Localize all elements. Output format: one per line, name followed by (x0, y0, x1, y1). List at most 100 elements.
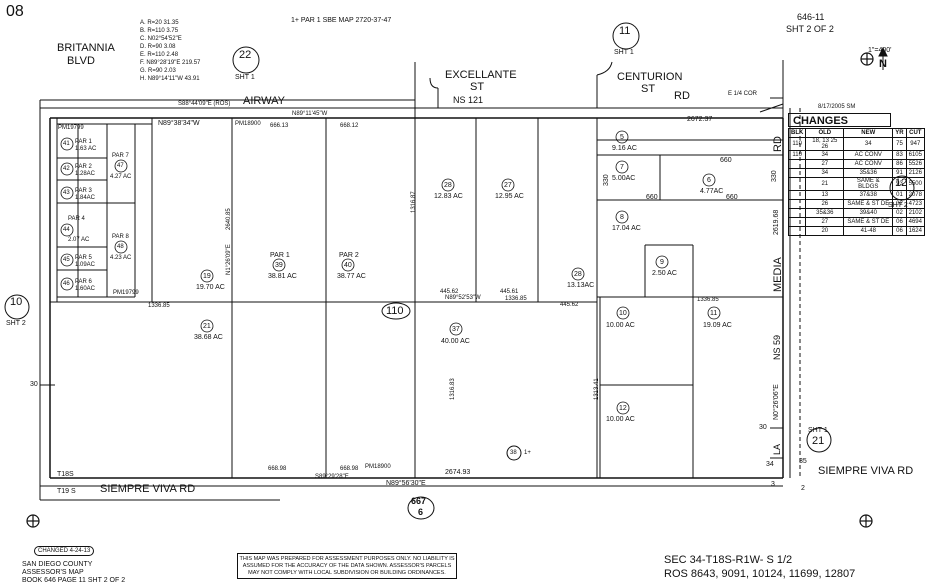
table-cell: 83 (892, 150, 907, 160)
changes-header-cell: CUT (905, 128, 925, 138)
table-cell: 20 (805, 226, 845, 236)
table-cell: 41-48 (843, 226, 894, 236)
table-cell (787, 226, 807, 236)
table-cell: 110 (787, 150, 807, 160)
parcel-number[interactable]: 12 (619, 405, 627, 412)
parcel-number[interactable]: 7 (620, 164, 624, 171)
parcel-number[interactable]: 28 (574, 271, 582, 278)
curve-item: F. N89°28'19"E 219.57 (140, 60, 201, 66)
parcel-number[interactable]: 10 (619, 310, 627, 317)
section-corner-label: 35 (799, 458, 807, 465)
street-media-suffix: RD (772, 136, 784, 152)
bearing-label: N0°26'06"E (773, 384, 780, 420)
parcel-area: 38.81 AC (268, 273, 297, 280)
street-britannia-suffix: BLVD (67, 55, 95, 67)
table-cell: 06 (892, 217, 907, 227)
township-t19s: T19 S (57, 488, 76, 495)
parcel-number[interactable]: 6 (707, 177, 711, 184)
table-cell: 4723 (905, 199, 925, 209)
distance-label: 2674.93 (445, 469, 471, 476)
parcel-area: 4.77AC (700, 188, 724, 195)
parcel-area: 1.60AC (75, 286, 96, 292)
bearing-label: S89°29'28"E (315, 474, 349, 480)
distance-label: 666.13 (270, 123, 289, 129)
sheet-ref-label: SHT 1 (614, 49, 634, 56)
footer-county: SAN DIEGO COUNTY (22, 561, 93, 568)
parcel-number[interactable]: 37 (452, 326, 460, 333)
street-excellante: EXCELLANTE (445, 69, 517, 81)
table-cell: 13 (805, 190, 845, 200)
table-cell (787, 168, 807, 178)
parcel-number[interactable]: 38 (510, 450, 517, 456)
table-cell: SAME & ST DE (843, 199, 894, 209)
changes-header-cell: NEW (843, 128, 894, 138)
table-cell: 34 (805, 168, 845, 178)
parcel-number[interactable]: 21 (203, 323, 211, 330)
ros-reference: ROS 8643, 9091, 10124, 11699, 12807 (664, 568, 856, 580)
table-cell: 947 (905, 137, 925, 151)
section-corner-label: 3 (771, 481, 775, 488)
street-ns121: NS 121 (453, 95, 484, 105)
parcel-area: 10.00 AC (606, 416, 635, 423)
parcel-number[interactable]: 44 (63, 227, 70, 233)
parcel-area: 40.00 AC (441, 338, 470, 345)
parcel-label: PAR 5 (75, 255, 92, 261)
parcel-number[interactable]: 39 (275, 262, 283, 269)
table-cell: 34 (805, 150, 845, 160)
page-number: 08 (6, 3, 24, 20)
parcel-area: 10.00 AC (606, 322, 635, 329)
distance-label: 2619.68 (773, 209, 780, 235)
table-cell: 37&38 (843, 190, 894, 200)
block-number: 110 (386, 305, 404, 317)
table-cell: 21 (805, 177, 845, 191)
distance-label: 1336.85 (505, 296, 527, 302)
parcel-number[interactable]: 41 (63, 141, 70, 147)
parcel-area: 1.28AC (75, 171, 96, 177)
street-siempre-viva: SIEMPRE VIVA RD (818, 465, 914, 477)
parcel-number[interactable]: 11 (710, 310, 718, 317)
street-airway: AIRWAY (243, 95, 285, 107)
parcel-number[interactable]: 48 (117, 244, 124, 250)
parcel-number[interactable]: 43 (63, 190, 70, 196)
curve-item: B. R=110 3.75 (140, 28, 179, 34)
parcel-area: 2.07 AC (68, 237, 90, 243)
date-stamp: 8/17/2005 SM (818, 104, 856, 110)
parcel-number[interactable]: 19 (203, 273, 211, 280)
header-reference: 1+ PAR 1 SBE MAP 2720-37-47 (291, 17, 392, 24)
distance-label: 1313.41 (594, 378, 600, 400)
table-cell: 2102 (905, 208, 925, 218)
parcel-number[interactable]: 8 (620, 214, 624, 221)
parcel-number[interactable]: 5 (620, 134, 624, 141)
parcel-number[interactable]: 40 (344, 262, 352, 269)
street-excellante-suffix: ST (470, 81, 485, 93)
table-cell (787, 190, 807, 200)
parcel-area: 19.70 AC (196, 284, 225, 291)
table-cell: 06 (892, 226, 907, 236)
parcel-map-label: PM18900 (235, 121, 261, 127)
parcel-number[interactable]: 47 (117, 163, 124, 169)
street-siempre-viva-left: SIEMPRE VIVA RD (100, 483, 196, 495)
sheet-ref-number: 21 (812, 435, 825, 447)
sheet-ref-number: 22 (239, 49, 252, 61)
parcel-number[interactable]: 42 (63, 166, 70, 172)
table-cell: 1624 (905, 226, 925, 236)
parcel-number[interactable]: 46 (63, 281, 70, 287)
street-centurion: CENTURION (617, 71, 683, 83)
parcel-number[interactable]: 9 (660, 259, 664, 266)
distance-label: 445.61 (500, 289, 519, 295)
table-cell: 27 (805, 159, 845, 169)
parcel-number[interactable]: 45 (63, 257, 70, 263)
distance-label: 660 (720, 157, 732, 164)
parcel-number[interactable]: 27 (504, 182, 512, 189)
distance-label: 2640.85 (226, 208, 232, 230)
table-cell: 02 (892, 208, 907, 218)
distance-label: 1316.87 (411, 191, 417, 213)
bearing-label: N1°26'09"E (226, 244, 232, 275)
parcel-number[interactable]: 28 (444, 182, 452, 189)
parcel-area: 19.09 AC (703, 322, 732, 329)
parcel-area: 1+ (524, 450, 531, 456)
